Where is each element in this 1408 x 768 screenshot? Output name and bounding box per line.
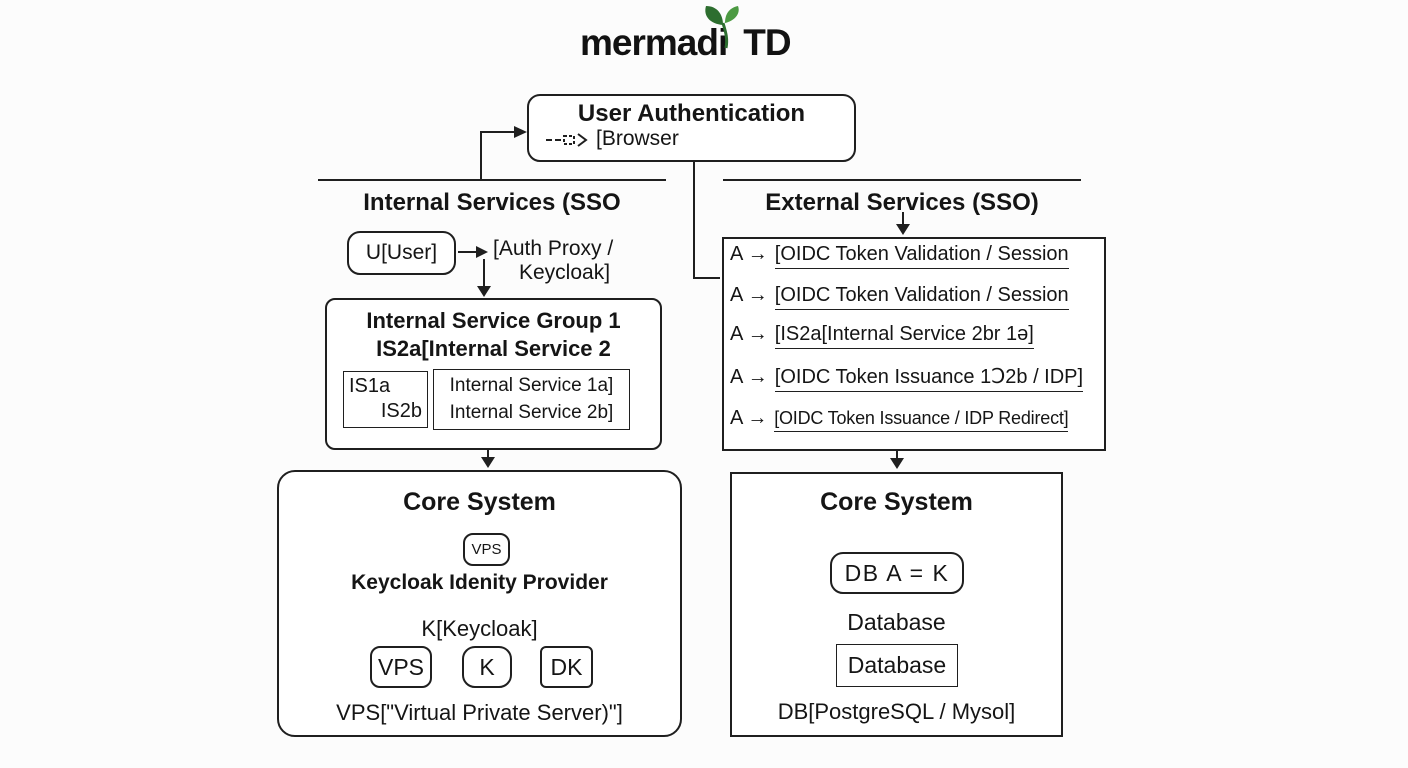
- internal-service-group-box: Internal Service Group 1 IS2a[Internal S…: [325, 298, 662, 450]
- external-row-1: A → [OIDC Token Validation / Session: [730, 243, 1069, 269]
- external-row-5: A → [OIDC Token Issuance / IDP Redirect]: [730, 407, 1069, 432]
- service-name-2: Internal Service 2b]: [449, 402, 614, 423]
- row-label: [OIDC Token Issuance 1Ↄ2b / IDP]: [774, 364, 1084, 392]
- keycloak-label: K[Keycloak]: [421, 616, 538, 641]
- db-footer-label: DB[PostgreSQL / Mysol]: [777, 699, 1016, 724]
- row-prefix: A →: [730, 243, 768, 265]
- service-id-2: IS2b: [380, 400, 422, 422]
- service-name-1: Internal Service 1a]: [449, 375, 614, 396]
- auth-proxy-line2: Keycloak]: [519, 261, 611, 284]
- row-label: [OIDC Token Validation / Session: [774, 284, 1069, 310]
- dk-node: DK: [540, 646, 593, 688]
- vps-node: VPS: [370, 646, 432, 688]
- service-ids-box: IS1a IS2b: [343, 371, 428, 428]
- user-node: U[User]: [347, 231, 456, 275]
- core-system-right-box: [730, 472, 1063, 737]
- external-services-heading: External Services (SSO): [765, 189, 1039, 216]
- dashed-arrow-icon: [546, 133, 588, 147]
- external-row-4: A → [OIDC Token Issuance 1Ↄ2b / IDP]: [730, 364, 1084, 392]
- service-id-1: IS1a: [349, 375, 391, 397]
- internal-service-group-title: Internal Service Group 1: [366, 308, 621, 333]
- external-services-box: [722, 237, 1106, 451]
- logo-text-left: mermadi: [580, 22, 728, 63]
- user-authentication-box: User Authentication [Browser: [527, 94, 856, 162]
- row-label: [IS2a[Internal Service 2br 1ə]: [774, 323, 1034, 349]
- core-system-left-title: Core System: [403, 488, 556, 516]
- database-text: Database: [847, 609, 946, 635]
- row-prefix: A →: [730, 323, 768, 345]
- browser-label: [Browser: [596, 127, 679, 150]
- internal-service-group-subtitle: IS2a[Internal Service 2: [376, 336, 611, 361]
- core-system-left-box: [277, 470, 682, 737]
- internal-services-heading: Internal Services (SSO: [363, 189, 621, 216]
- database-box: Database: [836, 644, 958, 687]
- db-node: DB A = K: [830, 552, 964, 594]
- row-prefix: A →: [730, 284, 768, 306]
- external-row-2: A → [OIDC Token Validation / Session: [730, 284, 1069, 310]
- sprout-icon: [705, 6, 739, 49]
- vps-footer-label: VPS["Virtual Private Server)"]: [336, 700, 623, 725]
- logo-text-right: TD: [743, 22, 791, 63]
- external-row-3: A → [IS2a[Internal Service 2br 1ə]: [730, 323, 1034, 349]
- vps-small-node: VPS: [463, 533, 510, 566]
- logo: mermadi TD: [580, 22, 792, 64]
- auth-proxy-line1: [Auth Proxy /: [493, 237, 614, 260]
- auth-proxy-label: [Auth Proxy / Keycloak]: [493, 237, 653, 285]
- service-names-box: Internal Service 1a] Internal Service 2b…: [433, 369, 630, 430]
- core-system-right-title: Core System: [820, 488, 973, 516]
- row-prefix: A →: [730, 407, 768, 429]
- k-node: K: [462, 646, 512, 688]
- row-prefix: A →: [730, 366, 768, 388]
- row-label: [OIDC Token Validation / Session: [774, 243, 1069, 269]
- keycloak-identity-provider-banner: Keycloak Idenity Provider: [351, 571, 608, 594]
- row-label: [OIDC Token Issuance / IDP Redirect]: [774, 408, 1069, 432]
- user-authentication-title: User Authentication: [577, 100, 806, 127]
